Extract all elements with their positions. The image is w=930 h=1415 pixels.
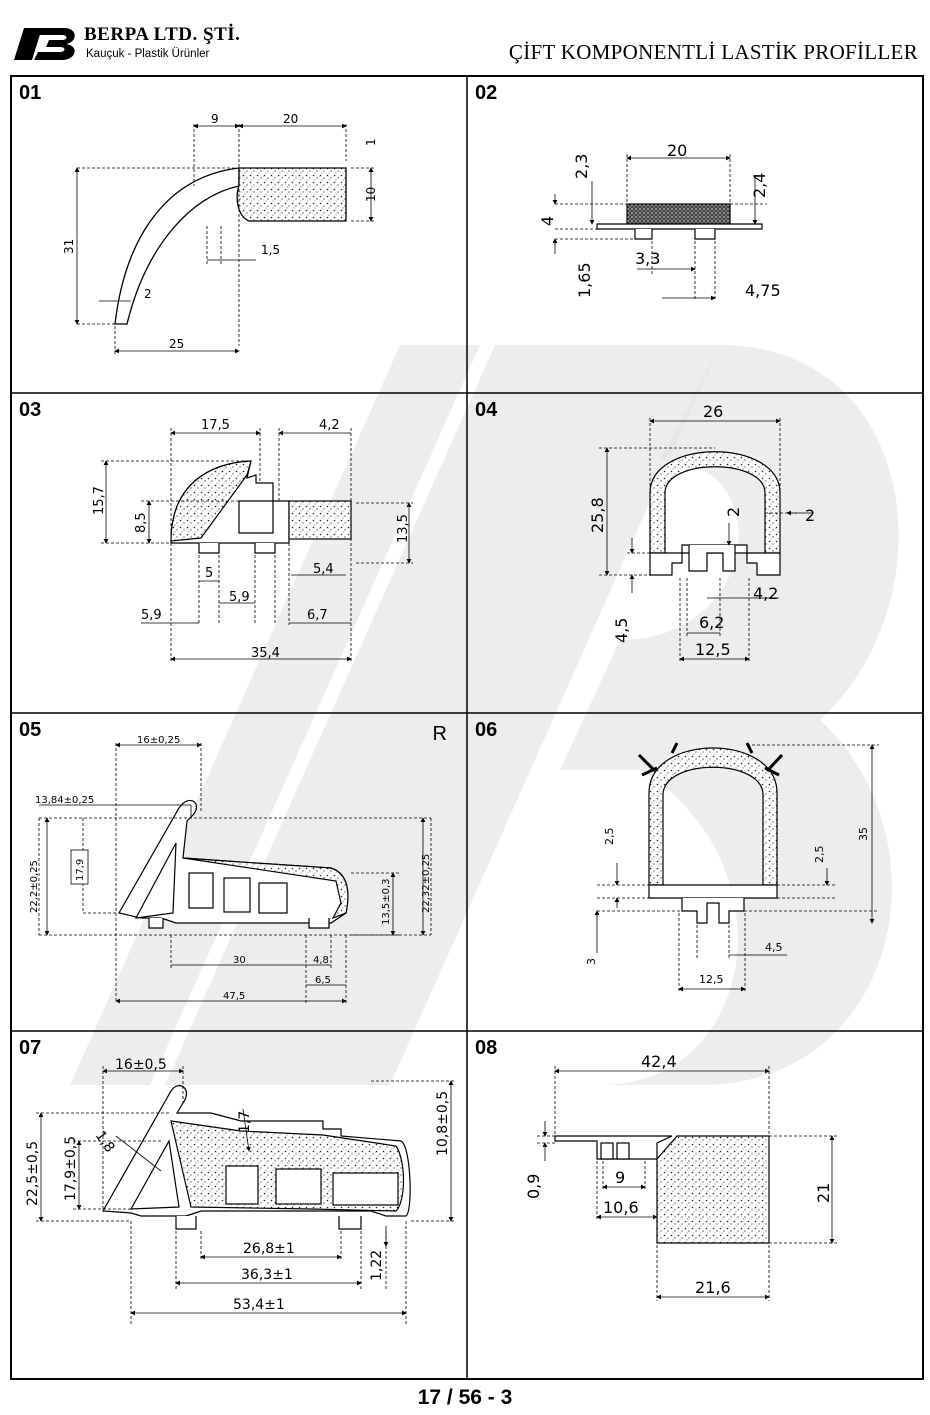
dimension-label: 20 <box>283 112 298 126</box>
profile-number: 04 <box>475 399 498 421</box>
dimension-label: 0,9 <box>524 1174 543 1199</box>
dimension-label: 2,3 <box>572 154 591 179</box>
dimension-label: 10 <box>364 187 378 202</box>
dimension-label: 2 <box>144 287 152 301</box>
dimension-label: 30 <box>233 955 246 966</box>
document-title: ÇİFT KOMPONENTLİ LASTİK PROFİLLER <box>508 40 918 64</box>
profile-cell-02: 02 20 2,3 2,4 <box>467 76 924 393</box>
dimension-label: 2 <box>805 506 815 525</box>
dimension-label: 22,2±0,25 <box>29 860 40 913</box>
dimension-label: 4,8 <box>313 955 329 966</box>
profile-cell-04: 04 26 <box>467 393 924 713</box>
profile-cell-05: 05 R <box>11 713 467 1031</box>
dimension-label: 4,5 <box>765 941 783 954</box>
profile-number: 08 <box>475 1037 498 1059</box>
profile-number: 06 <box>475 719 498 741</box>
profile-cell-07: 07 <box>11 1031 467 1380</box>
dimension-label: 2,5 <box>603 828 616 846</box>
profile-number: 07 <box>19 1037 42 1059</box>
dimension-label: 25,8 <box>588 497 607 533</box>
dimension-label: 17,9 <box>75 859 86 881</box>
dimension-label: 2,4 <box>750 173 769 198</box>
dimension-label: 15,7 <box>92 486 107 515</box>
dimension-label: 5 <box>205 566 213 581</box>
dimension-label: 10,8±0,5 <box>435 1091 451 1156</box>
company-logo-icon: B <box>14 28 75 60</box>
dimension-label: B <box>48 51 50 53</box>
dimension-label: 4,2 <box>753 584 778 603</box>
dimension-label: 8,5 <box>134 512 149 533</box>
dimension-label: 22,32±0,25 <box>421 854 432 913</box>
dimension-label: 9 <box>211 112 219 126</box>
revision-mark: R <box>432 723 447 745</box>
dimension-label: 9 <box>615 1168 625 1187</box>
profile-cell-06: 06 35 <box>467 713 924 1031</box>
dimension-label: 36,3±1 <box>241 1267 293 1283</box>
dimension-label: 6,7 <box>307 608 328 623</box>
dimension-label: 16±0,5 <box>115 1057 167 1073</box>
profile-cell-08: 08 <box>467 1031 924 1380</box>
dimension-label: 4,5 <box>612 618 631 643</box>
dimension-label: 20 <box>667 141 687 160</box>
dimension-label: 26,8±1 <box>243 1241 295 1257</box>
dimension-label: 17,5 <box>201 418 230 433</box>
profile-cell-03: 03 <box>11 393 467 713</box>
dimension-label: 25 <box>169 337 184 351</box>
profile-04-drawing: 26 25,8 2 2 4,5 4,2 6,2 12,5 <box>588 402 815 663</box>
profile-number: 02 <box>475 82 498 104</box>
company-tagline: Kauçuk - Plastik Ürünler <box>86 48 210 60</box>
profile-number: 01 <box>19 82 42 104</box>
dimension-label: 13,84±0,25 <box>35 795 94 806</box>
profile-02-drawing: 20 2,3 2,4 4 3,3 1,65 4,75 <box>538 141 781 301</box>
page-number: 17 / 56 - 3 <box>417 1386 513 1409</box>
page-header: B BERPA LTD. ŞTİ. Kauçuk - Plastik Ürünl… <box>0 0 930 75</box>
dimension-label: 21 <box>814 1183 833 1203</box>
dimension-label: 2,5 <box>813 846 826 864</box>
dimension-label: 12,5 <box>699 973 724 986</box>
dimension-label: 2 <box>724 507 743 517</box>
dimension-label: 4,75 <box>745 281 781 300</box>
dimension-label: 16±0,25 <box>137 735 180 746</box>
profile-05-drawing: 16±0,25 13,84±0,25 22,2±0,25 17,9 22,32±… <box>29 735 432 1004</box>
dimension-label: 3 <box>585 958 598 965</box>
dimension-label: 35,4 <box>251 646 280 661</box>
dimension-label: 1,5 <box>261 243 280 257</box>
dimension-label: 35 <box>857 827 870 841</box>
profile-01-drawing: 9 20 1 10 31 1,5 2 25 <box>62 112 378 354</box>
profile-number: 05 <box>19 719 42 741</box>
profile-06-drawing: 35 2,5 2,5 3 4,5 12,5 <box>585 742 879 993</box>
profile-cell-01: 01 9 20 1 10 3 <box>11 76 467 393</box>
dimension-label: 5,9 <box>141 608 162 623</box>
dimension-label: 47,5 <box>223 991 245 1002</box>
profile-number: 03 <box>19 399 42 421</box>
dimension-label: 3,3 <box>635 249 660 268</box>
profile-07-drawing: 16±0,5 1,8 1,7 10,8±0,5 22,5±0,5 17,9±0,… <box>25 1057 456 1326</box>
dimension-label: 1,7 <box>237 1111 253 1133</box>
dimension-label: 5,9 <box>229 590 250 605</box>
dimension-label: 1,65 <box>575 262 594 298</box>
dimension-label: 22,5±0,5 <box>25 1141 41 1206</box>
dimension-label: 42,4 <box>641 1052 677 1071</box>
dimension-label: 13,5±0,3 <box>381 878 392 925</box>
dimension-label: 1,8 <box>92 1128 118 1155</box>
dimension-label: 1 <box>364 138 378 146</box>
dimension-label: 12,5 <box>695 640 731 659</box>
dimension-label: 4 <box>538 216 557 226</box>
dimension-label: 10,6 <box>603 1198 639 1217</box>
profile-08-drawing: 42,4 0,9 9 10,6 21 21,6 <box>524 1052 837 1301</box>
profile-03-drawing: 17,5 4,2 15,7 8,5 13,5 5 5,4 5,9 5,9 6,7… <box>92 418 413 662</box>
dimension-label: 53,4±1 <box>233 1297 285 1313</box>
dimension-label: 17,9±0,5 <box>63 1136 79 1201</box>
dimension-label: 6,5 <box>315 975 331 986</box>
dimension-label: 26 <box>703 402 723 421</box>
dimension-label: 1,22 <box>369 1250 385 1281</box>
dimension-label: 13,5 <box>396 514 411 543</box>
dimension-label: 4,2 <box>319 418 340 433</box>
dimension-label: 5,4 <box>313 562 334 577</box>
dimension-label: 21,6 <box>695 1278 731 1297</box>
company-name: BERPA LTD. ŞTİ. <box>84 24 241 45</box>
dimension-label: 6,2 <box>699 613 724 632</box>
dimension-label: 31 <box>62 239 76 254</box>
